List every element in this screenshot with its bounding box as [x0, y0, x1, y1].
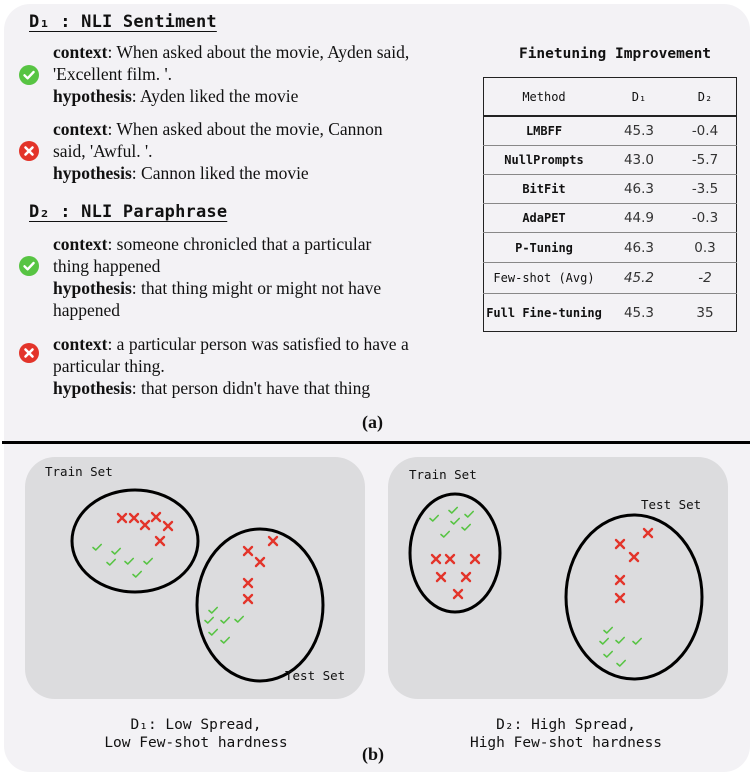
cross-icon: [19, 141, 39, 161]
d1-train-set-label: Train Set: [45, 464, 113, 479]
hypothesis-label: hypothesis: [53, 86, 132, 106]
d1-example-negative: context: When asked about the movie, Can…: [53, 118, 453, 184]
caption-b: (b): [362, 744, 384, 764]
table-row: P-Tuning 46.3 0.3: [483, 233, 737, 263]
d2-caption-line1: D₂: High Spread,: [496, 717, 636, 733]
table-title: Finetuning Improvement: [518, 46, 712, 62]
d2-cell: -0.4: [691, 123, 719, 139]
d2-example-positive: context: someone chronicled that a parti…: [53, 233, 453, 321]
method-cell: P-Tuning: [515, 240, 573, 255]
d1-caption-line1: D₁: Low Spread,: [130, 717, 262, 733]
finetuning-table: Method D₁ D₂ LMBFF 45.3 -0.4 NullPrompts…: [483, 77, 737, 332]
method-cell: AdaPET: [522, 211, 566, 225]
context-label: context: [53, 334, 108, 354]
method-cell: NullPrompts: [504, 153, 584, 167]
header-d2: D₂: [673, 77, 737, 117]
cross-icon: [19, 343, 39, 363]
d2-scatter-caption: D₂: High Spread, High Few-shot hardness: [406, 716, 726, 752]
hypothesis-text: : that thing might or might not have: [131, 278, 382, 298]
d1-section-title: D₁ : NLI Sentiment: [29, 12, 217, 32]
d1-cell: 44.9: [623, 210, 655, 226]
d1-cell: 45.2: [623, 270, 655, 286]
d2-cell: -0.3: [691, 210, 719, 226]
d2-cell: -2: [698, 270, 712, 286]
table-header-row: Method D₁ D₂: [483, 77, 737, 117]
method-cell: Few-shot (Avg): [493, 271, 595, 285]
check-icon: [19, 65, 39, 85]
header-d1: D₁: [604, 77, 674, 117]
d1-caption-line2: Low Few-shot hardness: [104, 735, 288, 751]
d1-example-positive: context: When asked about the movie, Ayd…: [53, 41, 453, 107]
hypothesis-label: hypothesis: [53, 378, 132, 398]
context-text-cont: particular thing.: [53, 356, 165, 376]
table-row: Few-shot (Avg) 45.2 -2: [483, 263, 737, 294]
d1-cell: 43.0: [623, 152, 655, 168]
hypothesis-label: hypothesis: [53, 163, 132, 183]
d1-scatter-panel: [25, 457, 365, 699]
context-label: context: [53, 234, 108, 254]
method-cell: BitFit: [522, 182, 566, 196]
hypothesis-text: : Cannon liked the movie: [131, 163, 309, 183]
d2-train-ellipse: [408, 492, 502, 614]
d2-test-points: [599, 527, 654, 667]
table-row: Full Fine-tuning 45.3 35: [484, 294, 737, 332]
d1-train-points: [92, 511, 174, 578]
context-text: : someone chronicled that a particular: [107, 234, 372, 254]
d2-cell: 35: [696, 304, 714, 321]
table-row: LMBFF 45.3 -0.4: [483, 116, 737, 146]
table-row: NullPrompts 43.0 -5.7: [483, 146, 737, 175]
d1-cell: 45.3: [623, 304, 655, 321]
d2-caption-line2: High Few-shot hardness: [469, 735, 663, 751]
d1-train-ellipse: [70, 488, 200, 594]
d2-cell: -5.7: [691, 152, 719, 168]
d2-scatter-panel: [388, 457, 728, 699]
d2-section-title: D₂ : NLI Paraphrase: [29, 202, 228, 222]
table-row: AdaPET 44.9 -0.3: [483, 204, 737, 233]
d1-scatter-caption: D₁: Low Spread, Low Few-shot hardness: [36, 716, 356, 752]
d2-test-set-label: Test Set: [641, 497, 702, 512]
context-label: context: [53, 119, 108, 139]
context-text-cont: 'Excellent film. '.: [53, 64, 173, 84]
d1-cell: 46.3: [623, 181, 655, 197]
d2-train-set-label: Train Set: [409, 467, 477, 482]
d2-cell: -3.5: [691, 181, 719, 197]
header-method: Method: [483, 77, 604, 117]
table-row: BitFit 46.3 -3.5: [483, 175, 737, 204]
context-text: : When asked about the movie, Ayden said…: [107, 42, 410, 62]
d2-test-ellipse: [564, 513, 704, 681]
d2-example-negative: context: a particular person was satisfi…: [53, 333, 453, 399]
context-text: : a particular person was satisfied to h…: [107, 334, 409, 354]
hypothesis-text: : that person didn't have that thing: [131, 378, 371, 398]
method-cell: LMBFF: [525, 124, 563, 138]
d1-test-set-label: Test Set: [285, 668, 346, 683]
hypothesis-text-cont: happened: [53, 300, 121, 320]
context-text-cont: thing happened: [53, 256, 161, 276]
d1-cell: 46.3: [623, 239, 655, 256]
d2-train-points: [429, 506, 481, 600]
hypothesis-label: hypothesis: [53, 278, 132, 298]
section-divider: [2, 441, 750, 444]
method-cell: Full Fine-tuning: [486, 305, 602, 320]
caption-a: (a): [362, 412, 383, 432]
d1-test-ellipse: [195, 527, 325, 683]
hypothesis-text: : Ayden liked the movie: [131, 86, 299, 106]
context-text-cont: said, 'Awful. '.: [53, 141, 153, 161]
check-icon: [19, 256, 39, 276]
d1-cell: 45.3: [623, 123, 655, 139]
d2-cell: 0.3: [694, 239, 716, 256]
context-label: context: [53, 42, 108, 62]
context-text: : When asked about the movie, Cannon: [107, 119, 383, 139]
